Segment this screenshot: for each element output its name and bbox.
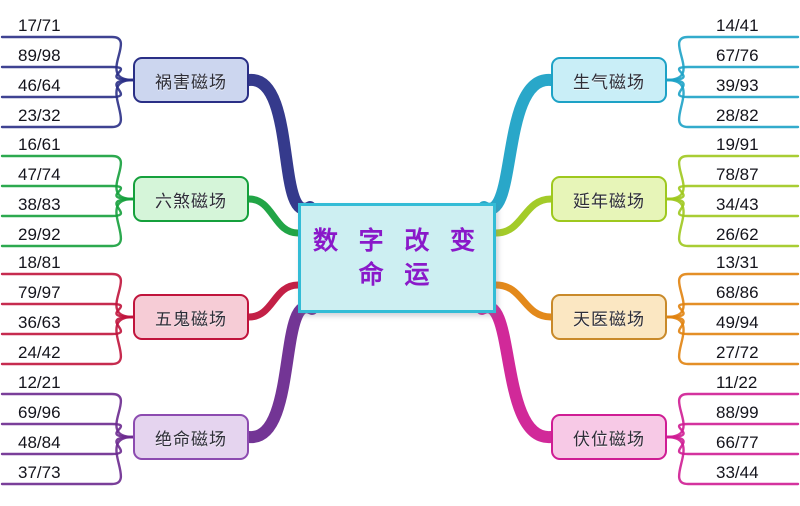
branch-node-yannian[interactable]: 延年磁场 [551, 176, 667, 222]
leaf-value-tianyi-2[interactable]: 49/94 [716, 313, 759, 332]
leaf-value-tianyi-0[interactable]: 13/31 [716, 253, 759, 272]
leaf-value-tianyi-1[interactable]: 68/86 [716, 283, 759, 302]
leaf-value-liusha-0[interactable]: 16/61 [18, 135, 61, 154]
leaf-value-fuwei-2[interactable]: 66/77 [716, 433, 759, 452]
leaf-value-yannian-2[interactable]: 34/43 [716, 195, 759, 214]
leaf-value-fuwei-1[interactable]: 88/99 [716, 403, 759, 422]
branch-node-label: 伏位磁场 [573, 429, 645, 450]
trunk-connector-shengqi [478, 74, 557, 215]
leaf-value-yannian-1[interactable]: 78/87 [716, 165, 759, 184]
leaf-value-fuwei-0[interactable]: 11/22 [716, 373, 758, 392]
leaf-value-shengqi-1[interactable]: 67/76 [716, 46, 759, 65]
trunk-connector-fuwei [476, 301, 557, 443]
center-node-line-1: 数 字 改 变 [312, 226, 482, 256]
trunk-connector-liusha [245, 195, 302, 237]
branch-node-tianyi[interactable]: 天医磁场 [551, 294, 667, 340]
leaf-value-shengqi-0[interactable]: 14/41 [716, 16, 759, 35]
branch-node-label: 延年磁场 [573, 191, 645, 212]
leaf-value-liusha-3[interactable]: 29/92 [18, 225, 61, 244]
center-node-line-2: 命 运 [358, 260, 436, 289]
branch-node-label: 生气磁场 [573, 72, 645, 93]
leaf-value-huohai-0[interactable]: 17/71 [18, 16, 61, 35]
leaf-value-huohai-2[interactable]: 46/64 [18, 76, 61, 95]
leaf-value-yannian-3[interactable]: 26/62 [716, 225, 759, 244]
leaf-value-liusha-1[interactable]: 47/74 [18, 165, 61, 184]
branch-node-label: 五鬼磁场 [155, 309, 227, 330]
trunk-connector-tianyi [492, 281, 555, 321]
branch-node-label: 六煞磁场 [155, 191, 227, 212]
branch-node-jueming[interactable]: 绝命磁场 [133, 414, 249, 460]
leaf-value-tianyi-3[interactable]: 27/72 [716, 343, 759, 362]
leaf-value-wugui-2[interactable]: 36/63 [18, 313, 61, 332]
center-node[interactable]: 数 字 改 变 命 运 [298, 203, 496, 313]
leaf-value-shengqi-3[interactable]: 28/82 [716, 106, 759, 125]
leaf-value-wugui-0[interactable]: 18/81 [18, 253, 61, 272]
trunk-connector-yannian [492, 195, 555, 237]
branch-node-wugui[interactable]: 五鬼磁场 [133, 294, 249, 340]
branch-node-label: 绝命磁场 [155, 429, 227, 450]
leaf-value-shengqi-2[interactable]: 39/93 [716, 76, 759, 95]
branch-node-label: 天医磁场 [573, 309, 645, 330]
leaf-value-liusha-2[interactable]: 38/83 [18, 195, 61, 214]
trunk-connector-wugui [245, 281, 302, 321]
trunk-connector-jueming [243, 301, 318, 443]
leaf-value-jueming-3[interactable]: 37/73 [18, 463, 61, 482]
branch-node-fuwei[interactable]: 伏位磁场 [551, 414, 667, 460]
leaf-value-yannian-0[interactable]: 19/91 [716, 135, 759, 154]
leaf-value-jueming-0[interactable]: 12/21 [18, 373, 61, 392]
leaf-value-jueming-2[interactable]: 48/84 [18, 433, 61, 452]
leaf-value-wugui-1[interactable]: 79/97 [18, 283, 61, 302]
branch-node-huohai[interactable]: 祸害磁场 [133, 57, 249, 103]
branch-node-liusha[interactable]: 六煞磁场 [133, 176, 249, 222]
trunk-connector-huohai [243, 74, 316, 215]
leaf-value-huohai-3[interactable]: 23/32 [18, 106, 61, 125]
leaf-value-huohai-1[interactable]: 89/98 [18, 46, 61, 65]
leaf-value-fuwei-3[interactable]: 33/44 [716, 463, 759, 482]
branch-node-label: 祸害磁场 [155, 72, 227, 93]
branch-node-shengqi[interactable]: 生气磁场 [551, 57, 667, 103]
leaf-value-wugui-3[interactable]: 24/42 [18, 343, 61, 362]
leaf-value-jueming-1[interactable]: 69/96 [18, 403, 61, 422]
